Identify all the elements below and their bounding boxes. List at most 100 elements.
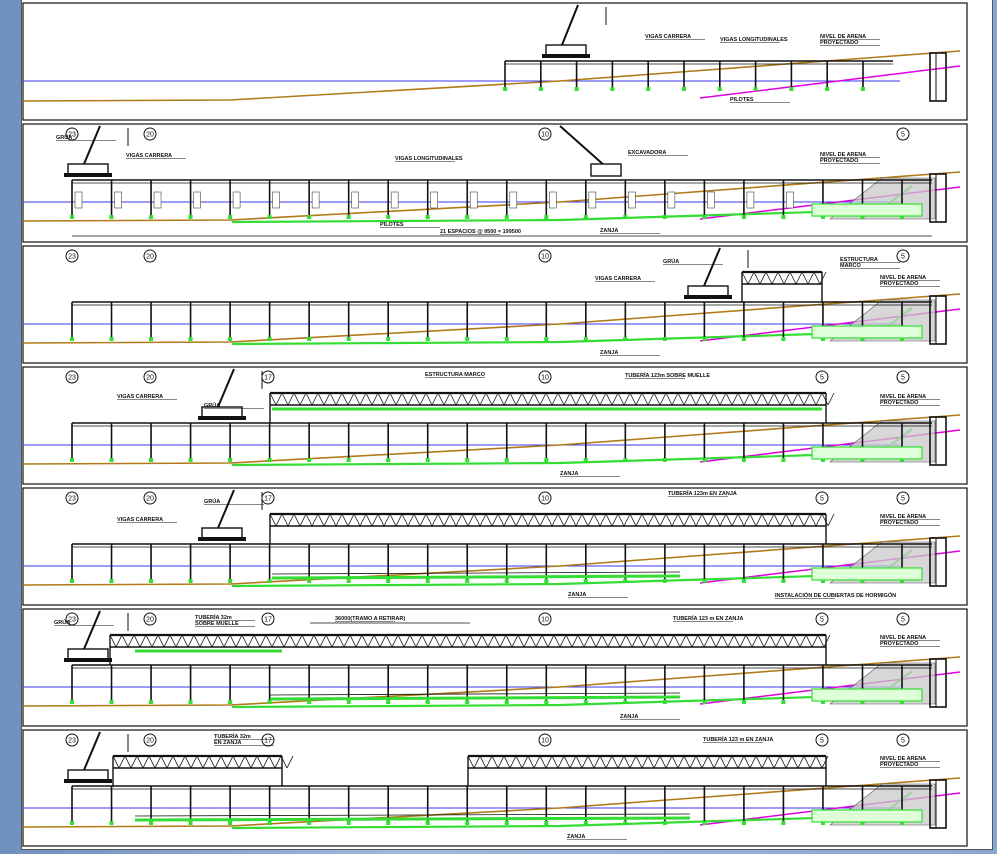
pile-tip [188, 337, 193, 341]
truss-diagonal [515, 392, 523, 406]
pile-tip [307, 215, 312, 219]
truss-diagonal [677, 392, 685, 406]
pile-tip [781, 458, 786, 462]
truss-diagonal [475, 634, 483, 648]
seabed-profile-line [22, 171, 961, 222]
truss-diagonal [485, 392, 493, 406]
pile-tip [465, 579, 470, 583]
truss-diagonal [557, 392, 565, 406]
truss-diagonal [685, 634, 693, 648]
annotation-label: EXCAVADORA [628, 150, 666, 156]
truss-diagonal [371, 513, 379, 527]
truss-diagonal [719, 513, 727, 527]
truss-diagonal [503, 392, 511, 406]
axis-bubble [815, 612, 829, 626]
axis-bubble [896, 733, 910, 747]
truss-diagonal [395, 392, 403, 406]
truss-diagonal [677, 513, 685, 527]
truss-diagonal [701, 392, 709, 406]
truss-diagonal [293, 392, 301, 406]
pile-tip [425, 821, 430, 825]
shore-structure [929, 658, 947, 708]
axis-bubble-label: 5 [820, 738, 824, 745]
truss-diagonal [259, 634, 267, 648]
truss-diagonal [307, 634, 315, 648]
pile-tip [583, 700, 588, 704]
annotation-label: ESTRUCTURA [840, 257, 878, 263]
truss-diagonal [563, 392, 571, 406]
truss-diagonal [190, 755, 198, 769]
pile-tag [193, 191, 201, 209]
truss-diagonal [533, 513, 541, 527]
pipe-in-trench-outline [134, 813, 691, 817]
annotation-label: 36000(TRAMO A RETIRAR) [335, 616, 405, 622]
truss-diagonal [775, 634, 783, 648]
crane-tracks [64, 779, 112, 783]
sand-level-line [699, 65, 961, 99]
annotation-label: PROYECTADO [820, 40, 859, 46]
truss-diagonal [136, 755, 144, 769]
pile-tip [149, 700, 154, 704]
pile-tip [70, 458, 74, 462]
pile-tip [267, 700, 272, 704]
truss-diagonal [539, 755, 547, 769]
axis-bubble-label: 20 [146, 738, 154, 745]
truss-diagonal [262, 755, 270, 769]
truss-diagonal [647, 755, 655, 769]
truss-diagonal [503, 513, 511, 527]
truss-diagonal [817, 634, 825, 648]
axis-bubble [65, 249, 79, 263]
pile-tip [188, 821, 193, 825]
crane-tracks [198, 416, 246, 420]
truss-diagonal [691, 634, 699, 648]
pile-tip [789, 87, 794, 91]
annotation-label: ESTRUCTURA MARCO [425, 372, 486, 378]
truss-diagonal [747, 271, 755, 285]
annotation-label: MARCO [840, 263, 861, 269]
truss-diagonal [323, 392, 331, 406]
truss-diagonal [407, 392, 415, 406]
truss-diagonal [809, 392, 817, 406]
pile-tip [860, 458, 865, 462]
truss-diagonal [341, 392, 349, 406]
pile-tip [583, 215, 588, 219]
truss-diagonal [244, 755, 252, 769]
truss-diagonal [605, 513, 613, 527]
axis-bubble [896, 127, 910, 141]
truss-diagonal [629, 392, 637, 406]
truss-diagonal [623, 755, 631, 769]
truss-diagonal [232, 755, 240, 769]
truss-diagonal [605, 755, 613, 769]
axis-bubble [143, 249, 157, 263]
truss-diagonal [821, 755, 829, 769]
truss-diagonal [241, 634, 249, 648]
truss-diagonal [611, 755, 619, 769]
pile-tip [386, 337, 391, 341]
pile-tip [662, 821, 667, 825]
axis-bubble [815, 370, 829, 384]
truss-diagonal [815, 513, 823, 527]
truss-diagonal [274, 755, 282, 769]
truss-diagonal [353, 392, 361, 406]
shore-structure [929, 416, 947, 466]
pile-tip [386, 458, 391, 462]
axis-bubble-label: 23 [68, 375, 76, 382]
truss-diagonal [779, 513, 787, 527]
pile-tip [702, 215, 707, 219]
truss-diagonal [403, 634, 411, 648]
pile-tip [504, 821, 509, 825]
truss-diagonal [467, 755, 475, 769]
pile-tip [623, 579, 628, 583]
truss-diagonal [631, 634, 639, 648]
truss-diagonal [421, 634, 429, 648]
truss-diagonal [559, 634, 567, 648]
truss-diagonal [118, 755, 126, 769]
truss-diagonal [269, 392, 277, 406]
truss-diagonal [703, 634, 711, 648]
axis-bubble [65, 491, 79, 505]
truss-diagonal [635, 513, 643, 527]
truss-diagonal [641, 392, 649, 406]
truss-diagonal [491, 755, 499, 769]
truss-diagonal [295, 634, 303, 648]
